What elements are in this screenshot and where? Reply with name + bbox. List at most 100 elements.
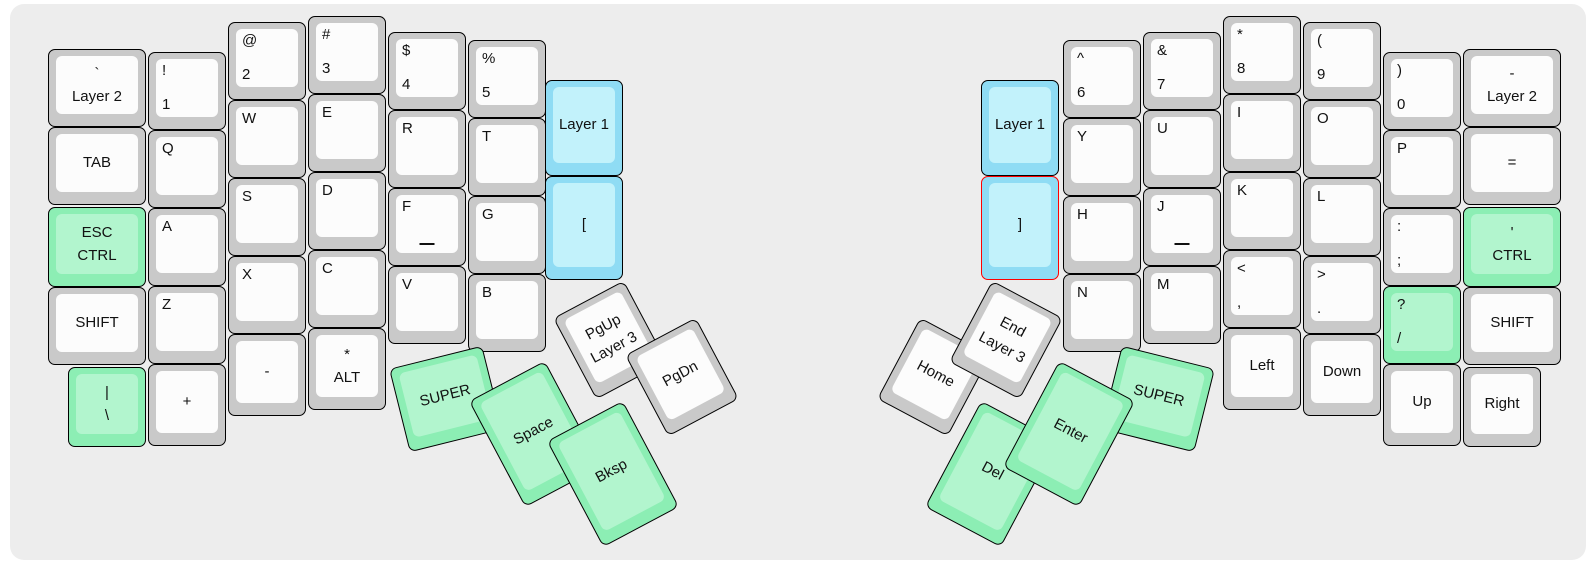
keycap: P <box>1391 137 1453 195</box>
key-l-c1-r1[interactable]: Q <box>148 130 226 208</box>
key-legend-secondary: ' <box>1510 223 1514 241</box>
key-r-c3-r4[interactable]: Left <box>1223 328 1301 410</box>
key-legend-primary: Layer 2 <box>1486 88 1538 105</box>
keycap: L <box>1311 185 1373 243</box>
keycap: V <box>396 273 458 331</box>
key-legend-primary: 8 <box>1237 59 1246 77</box>
key-legend-primary: / <box>1397 329 1402 347</box>
key-l-c2-r2[interactable]: S <box>228 178 306 256</box>
key-l-c1-r2[interactable]: A <box>148 208 226 286</box>
key-legend-primary: N <box>1077 284 1088 301</box>
key-legend-primary: K <box>1237 182 1248 199</box>
key-r-c3-r3[interactable]: <, <box>1223 250 1301 328</box>
key-l-c1-r4[interactable]: + <box>148 364 226 446</box>
key-l-c0-r4[interactable]: |\ <box>68 367 146 447</box>
key-legend-primary: M <box>1157 276 1170 293</box>
keycap: O <box>1311 107 1373 165</box>
key-r-c4-r1[interactable]: O <box>1303 100 1381 178</box>
keycap: Up <box>1391 371 1453 433</box>
keycap: - <box>236 341 298 403</box>
key-l-c2-r4[interactable]: - <box>228 334 306 416</box>
keycap: *8 <box>1231 23 1293 81</box>
key-legend-primary: = <box>1507 154 1517 172</box>
keycap: ] <box>989 183 1051 267</box>
keycap: U <box>1151 117 1213 175</box>
key-r-c0-r1[interactable]: ] <box>981 176 1059 280</box>
key-l-c2-r0[interactable]: @2 <box>228 22 306 100</box>
key-r-c5-r1[interactable]: P <box>1383 130 1461 208</box>
key-legend-primary: H <box>1077 206 1088 223</box>
keycap: :; <box>1391 215 1453 273</box>
key-legend-primary: U <box>1157 120 1168 137</box>
key-l-c3-r2[interactable]: D <box>308 172 386 250</box>
keycap: <, <box>1231 257 1293 315</box>
key-r-c5-r0[interactable]: )0 <box>1383 52 1461 130</box>
key-legend-primary: 7 <box>1157 75 1166 93</box>
key-r-c1-r2[interactable]: H <box>1063 196 1141 274</box>
key-legend-secondary: * <box>1237 26 1243 43</box>
key-r-c3-r0[interactable]: *8 <box>1223 16 1301 94</box>
key-l-c6-r1[interactable]: [ <box>545 176 623 280</box>
keycap: I <box>1231 101 1293 159</box>
keycap: Right <box>1471 374 1533 434</box>
key-legend-primary: P <box>1397 140 1408 157</box>
key-r-c2-r1[interactable]: U <box>1143 110 1221 188</box>
keycap: K <box>1231 179 1293 237</box>
key-r-c3-r2[interactable]: K <box>1223 172 1301 250</box>
keycap: - Layer 2 <box>1471 56 1553 114</box>
keycap: = <box>1471 134 1553 192</box>
key-r-c6-r2[interactable]: ' CTRL <box>1463 207 1561 287</box>
key-l-c6-r0[interactable]: Layer 1 <box>545 80 623 176</box>
key-legend-secondary: ? <box>1397 296 1406 313</box>
key-l-c1-r0[interactable]: !1 <box>148 52 226 130</box>
key-r-c4-r0[interactable]: (9 <box>1303 22 1381 100</box>
key-legend-primary: L <box>1317 188 1326 205</box>
key-r-c6-r3[interactable]: SHIFT <box>1463 287 1561 365</box>
key-r-c5-r3[interactable]: ?/ <box>1383 286 1461 364</box>
key-legend-primary: 9 <box>1317 65 1326 83</box>
key-r-c4-r4[interactable]: Down <box>1303 334 1381 416</box>
keycap: ' CTRL <box>1471 214 1553 274</box>
key-r-c6-r4[interactable]: Right <box>1463 367 1541 447</box>
key-r-c4-r2[interactable]: L <box>1303 178 1381 256</box>
key-r-c3-r1[interactable]: I <box>1223 94 1301 172</box>
key-l-c3-r3[interactable]: C <box>308 250 386 328</box>
key-legend-secondary: End <box>997 313 1029 341</box>
key-r-c0-r0[interactable]: Layer 1 <box>981 80 1059 176</box>
key-r-c4-r3[interactable]: >. <box>1303 256 1381 334</box>
key-r-c2-r3[interactable]: M <box>1143 266 1221 344</box>
keycap: J <box>1151 195 1213 253</box>
key-legend-primary: O <box>1317 110 1329 127</box>
key-r-c1-r0[interactable]: ^6 <box>1063 40 1141 118</box>
keycap: [ <box>553 183 615 267</box>
key-legend-secondary: : <box>1397 218 1402 235</box>
key-l-c3-r4[interactable]: *ALT <box>308 328 386 410</box>
key-legend-primary: Layer 1 <box>994 116 1046 134</box>
keycap: M <box>1151 273 1213 331</box>
key-r-c1-r3[interactable]: N <box>1063 274 1141 352</box>
keycap: + <box>156 371 218 433</box>
key-r-c5-r4[interactable]: Up <box>1383 364 1461 446</box>
key-legend-primary: CTRL <box>1492 247 1532 264</box>
key-r-c2-r2[interactable]: J <box>1143 188 1221 266</box>
key-l-c4-r3[interactable]: V <box>388 266 466 344</box>
key-r-c6-r0[interactable]: - Layer 2 <box>1463 49 1561 127</box>
key-r-c6-r1[interactable]: = <box>1463 127 1561 205</box>
key-l-c2-r3[interactable]: X <box>228 256 306 334</box>
key-legend-primary: Right <box>1484 395 1520 413</box>
key-l-c5-r0[interactable]: %5 <box>468 40 546 118</box>
key-legend-secondary: - <box>1509 64 1515 82</box>
key-r-c5-r2[interactable]: :; <box>1383 208 1461 286</box>
key-r-c2-r0[interactable]: &7 <box>1143 32 1221 110</box>
key-legend-primary: Y <box>1077 128 1088 145</box>
key-r-c1-r1[interactable]: Y <box>1063 118 1141 196</box>
homing-bar-indicator <box>419 243 435 245</box>
key-l-c1-r3[interactable]: Z <box>148 286 226 364</box>
key-legend-primary: 6 <box>1077 83 1086 101</box>
key-l-c5-r2[interactable]: G <box>468 196 546 274</box>
key-l-c0-r0[interactable]: `Layer 2 <box>48 49 146 127</box>
key-l-c5-r3[interactable]: B <box>468 274 546 352</box>
